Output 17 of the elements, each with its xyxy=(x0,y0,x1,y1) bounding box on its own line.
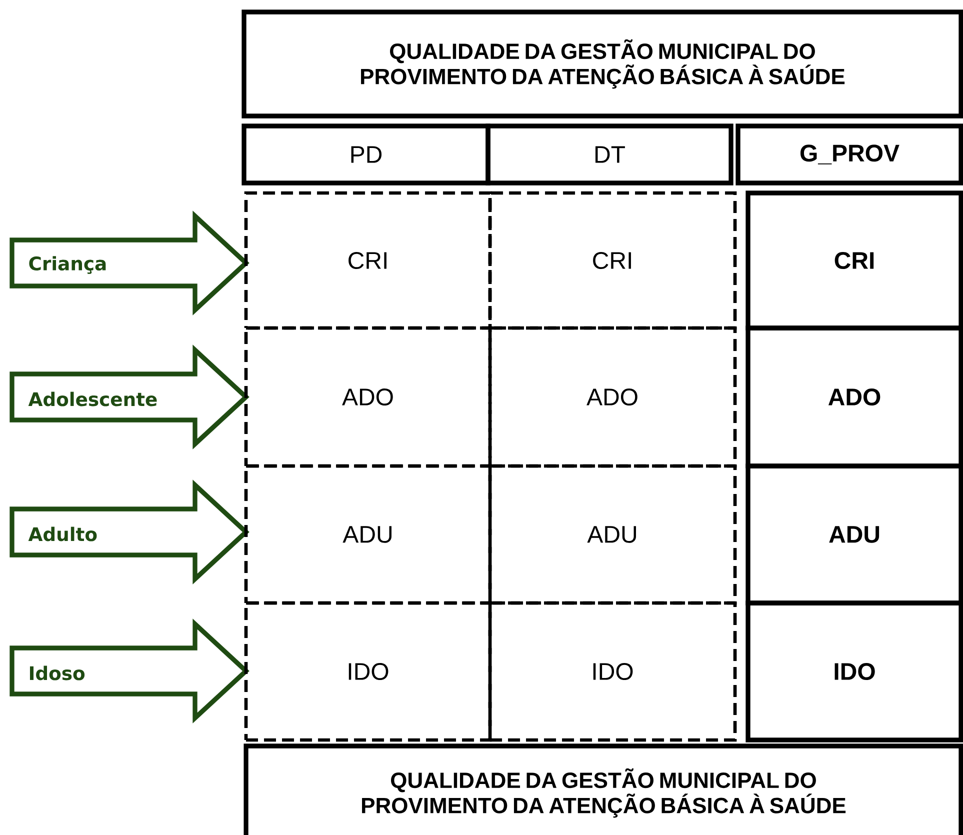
header-cell: DT xyxy=(486,124,734,186)
table-cell: CRI xyxy=(746,190,963,330)
title-box: QUALIDADE DA GESTÃO MUNICIPAL DO PROVIMENTO DA ATENÇÃO BÁSICA À SAÚDE xyxy=(244,744,963,835)
table-cell: ADO xyxy=(746,326,963,468)
table-cell: ADO xyxy=(488,326,737,468)
table-cell: ADU xyxy=(746,464,963,606)
table-cell: ADU xyxy=(488,464,737,605)
table-cell: ADO xyxy=(244,326,492,468)
title-box: QUALIDADE DA GESTÃO MUNICIPAL DO PROVIMENTO DA ATENÇÃO BÁSICA À SAÚDE xyxy=(242,10,963,118)
table-cell: CRI xyxy=(488,191,737,330)
table-cell: IDO xyxy=(746,600,963,742)
table-cell: IDO xyxy=(244,601,492,742)
header-cell: PD xyxy=(242,124,490,186)
table-cell: CRI xyxy=(244,191,492,330)
header-cell: G_PROV xyxy=(736,124,963,186)
table-cell: ADU xyxy=(244,464,492,605)
table-cell: IDO xyxy=(488,601,737,742)
